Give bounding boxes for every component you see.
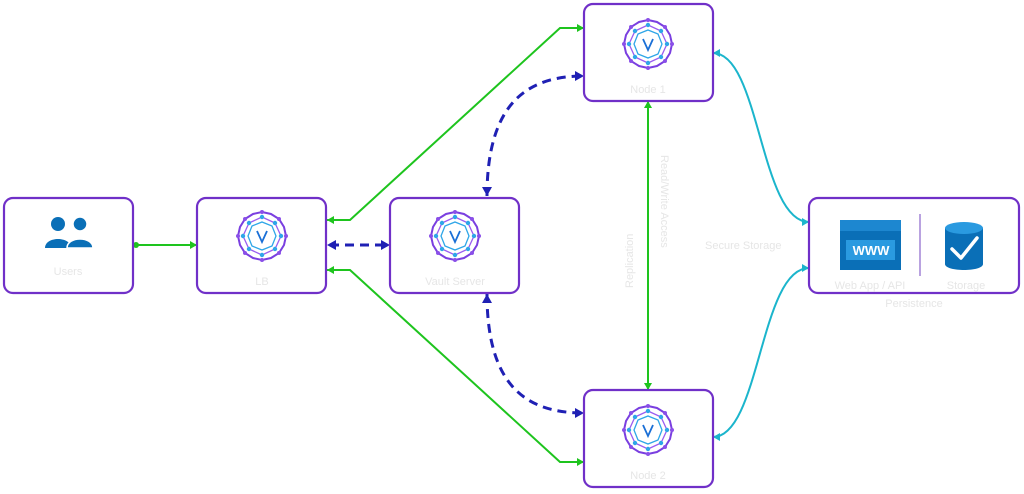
edge-vault-node2 (482, 293, 585, 418)
www-icon: WWW (840, 220, 901, 270)
edge-lb-vault (327, 240, 390, 250)
edge-lb-node2 (327, 266, 584, 466)
edge-label-secure-storage: Secure Storage (705, 240, 781, 252)
node-label-lb: LB (255, 276, 268, 288)
node-vault-server[interactable]: Vault Server (388, 196, 521, 295)
edge-node1-storage (712, 49, 810, 226)
database-check-icon (945, 222, 983, 270)
edge-label-replication: Replication (624, 234, 636, 288)
edge-node2-storage (712, 264, 810, 441)
node-lb[interactable]: LB (195, 196, 328, 295)
edge-node1-node2 (644, 101, 652, 390)
node-label-users: Users (54, 266, 83, 278)
edge-vault-node1 (482, 71, 585, 197)
node-2[interactable]: Node 2 (582, 388, 715, 489)
edge-users-lb (133, 241, 197, 249)
www-icon-text: WWW (853, 243, 891, 258)
users-icon (45, 216, 94, 249)
node-label-storage-1: Web App / API (835, 280, 906, 292)
node-label-node1: Node 1 (630, 84, 665, 96)
node-1[interactable]: Node 1 (582, 2, 715, 103)
node-label-node2: Node 2 (630, 470, 665, 482)
node-storage[interactable]: WWW Web App / API Storage Persistence (807, 196, 1021, 310)
edge-label-read-write: Read/Write Access (658, 155, 670, 248)
node-label-vault-server: Vault Server (425, 276, 485, 288)
node-label-storage-3: Persistence (885, 298, 942, 310)
node-label-storage-2: Storage (947, 280, 986, 292)
edge-lb-node1 (327, 24, 584, 224)
node-users[interactable]: Users (2, 196, 135, 295)
